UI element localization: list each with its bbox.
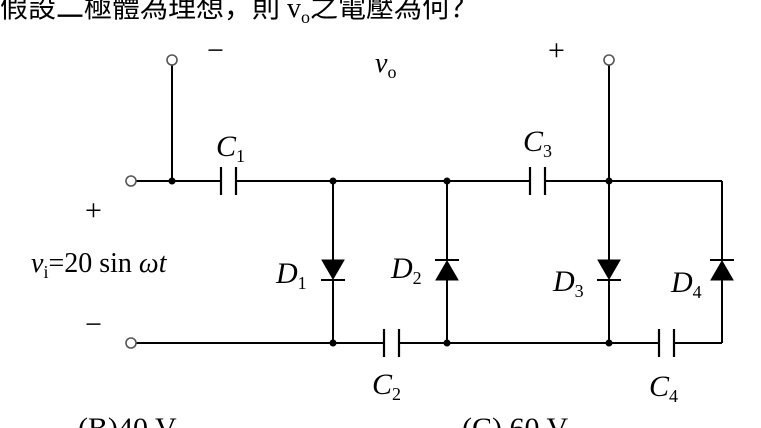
- capacitor-c1: C1: [216, 130, 245, 195]
- diode-d3: D3: [552, 181, 621, 343]
- choice-b: (B)40 V: [78, 412, 177, 428]
- output-voltage-label: vo: [375, 48, 396, 82]
- top-rail: [136, 177, 722, 185]
- output-plus-sign: +: [548, 34, 565, 67]
- diode-d4: D4: [670, 181, 734, 343]
- input-voltage-label: vi=20 sin ωt: [31, 248, 168, 282]
- c3-label: C3: [523, 125, 552, 161]
- d4-label: D4: [670, 266, 702, 302]
- bottom-rail: [136, 339, 722, 347]
- c4-label: C4: [649, 370, 678, 406]
- capacitor-c3: C3: [523, 125, 552, 195]
- diode-d2: D2: [390, 181, 459, 343]
- capacitor-c2: C2: [372, 329, 401, 404]
- output-terminals: − + vo: [166, 34, 615, 181]
- d1-label: D1: [275, 257, 307, 293]
- output-minus-terminal: [166, 54, 178, 66]
- input-terminals: + − vi=20 sin ωt: [31, 175, 168, 349]
- input-minus-sign: −: [85, 308, 102, 341]
- c2-label: C2: [372, 368, 401, 404]
- input-top-terminal: [125, 175, 137, 187]
- diode-d1: D1: [275, 181, 345, 343]
- input-plus-sign: +: [85, 194, 102, 227]
- c1-label: C1: [216, 130, 245, 166]
- d3-label: D3: [552, 265, 584, 301]
- input-bottom-terminal: [125, 337, 137, 349]
- choice-c: (C) 60 V: [462, 412, 568, 428]
- capacitor-c4: C4: [649, 329, 678, 406]
- d2-label: D2: [390, 252, 422, 288]
- question-text: 假設二極體為理想，則 vo之電壓為何？: [0, 0, 478, 27]
- output-minus-sign: −: [207, 34, 224, 67]
- output-plus-terminal: [603, 54, 615, 66]
